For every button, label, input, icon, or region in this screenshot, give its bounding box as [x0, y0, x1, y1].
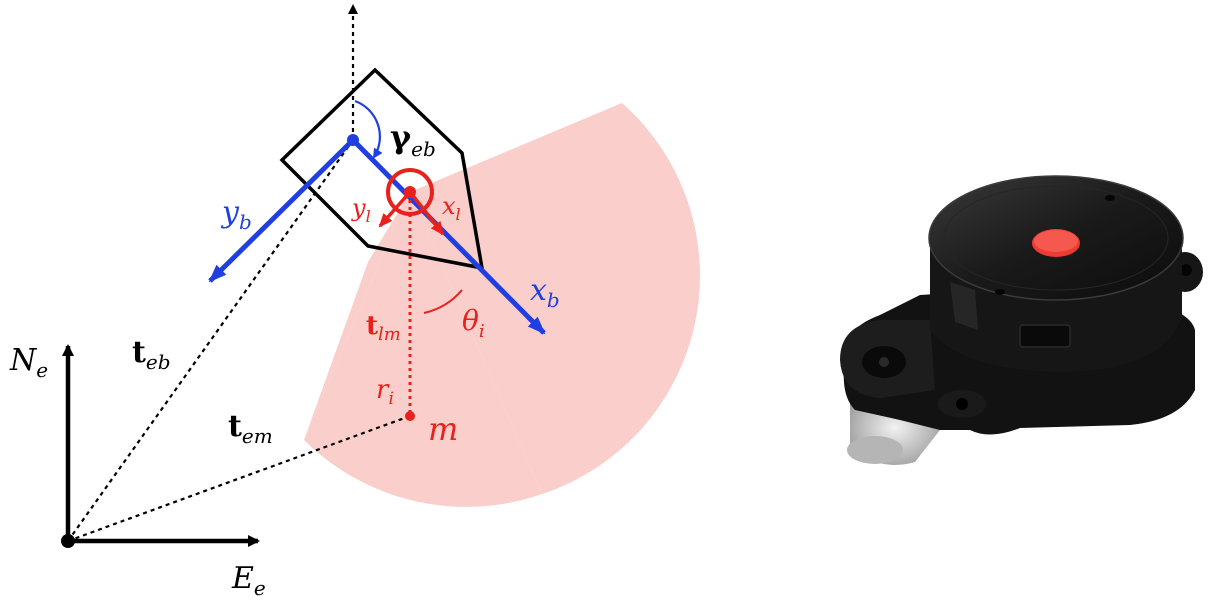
- body-x-axis: [351, 138, 546, 335]
- t-em-label: tem: [228, 409, 273, 448]
- lidar-scan-sector: [410, 103, 700, 494]
- theta-label: θi: [462, 304, 485, 342]
- lidar-x-axis: [408, 190, 445, 236]
- earth-origin-dot: [61, 534, 75, 548]
- landmark-dot: [405, 411, 415, 421]
- t-eb-label: teb: [132, 335, 171, 374]
- lidar-origin-dot: [404, 186, 416, 198]
- east-axis-label: Ee: [231, 561, 266, 600]
- x-b-label: xb: [530, 273, 560, 312]
- lidar-scan-sector-lower: [304, 192, 542, 507]
- t-lm-label: tlm: [366, 311, 401, 345]
- body-y-axis: [208, 138, 355, 283]
- lidar-scan-sector-left: [304, 192, 410, 440]
- lidar-y-axis: [378, 190, 412, 228]
- landmark-label: m: [428, 410, 458, 448]
- lidar-device-photo: [840, 175, 1203, 465]
- y-l-label: yl: [351, 194, 371, 226]
- gamma-arc: [354, 99, 383, 159]
- body-origin-dot: [347, 134, 359, 146]
- r-label: ri: [376, 375, 394, 409]
- y-b-label: yb: [220, 195, 252, 234]
- x-l-label: xl: [442, 192, 461, 224]
- vector-t-eb: [67, 139, 354, 542]
- theta-arc: [423, 289, 463, 314]
- north-axis-label: Ne: [9, 343, 48, 382]
- gamma-label: γeb: [390, 118, 436, 161]
- robot-body-outline: [279, 67, 485, 271]
